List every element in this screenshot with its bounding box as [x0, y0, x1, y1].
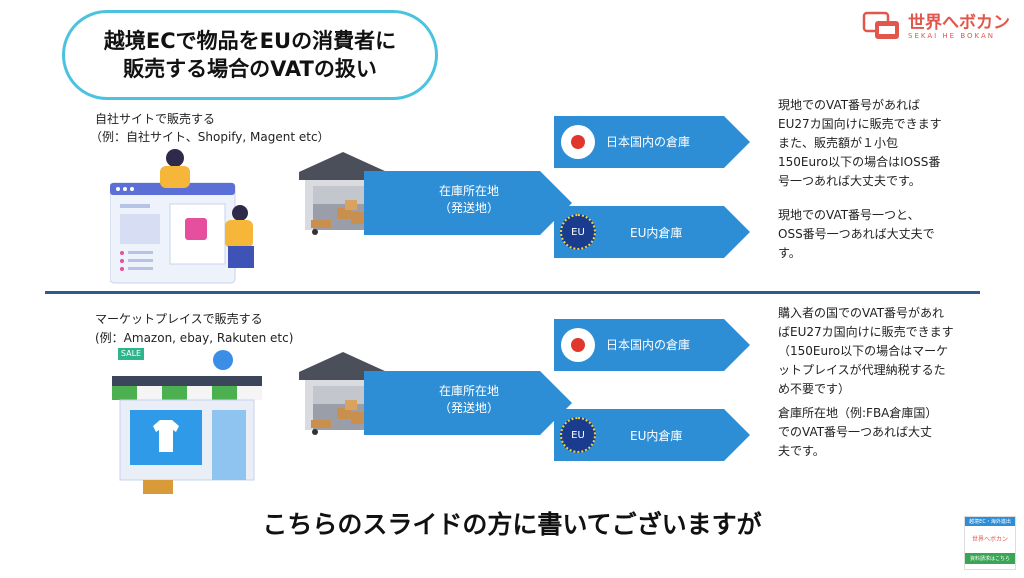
japan-flag-icon: [561, 328, 595, 362]
eu-badge-text: EU: [571, 429, 585, 441]
note-japan-warehouse: 購入者の国でのVAT番号があれ ばEU27カ国向けに販売できます （150Eur…: [778, 304, 978, 399]
note-line: 号一つあれば大丈夫です。: [778, 174, 921, 188]
note-japan-warehouse: 現地でのVAT番号があれば EU27カ国向けに販売できます また、販売額が１小包…: [778, 96, 978, 191]
eu-badge-text: EU: [571, 226, 585, 238]
note-line: 倉庫所在地（例:FBA倉庫国）: [778, 406, 938, 420]
eu-warehouse-arrow: [554, 409, 750, 461]
section-divider: [45, 291, 980, 294]
origin-label-line2: （発送地）: [438, 401, 499, 415]
slide-title-line1: 越境ECで物品をEUの消費者に: [103, 29, 397, 53]
brand-sub: SEKAI HE BOKAN: [908, 32, 996, 40]
japan-flag-icon: [561, 125, 595, 159]
note-line: OSS番号一つあれば大丈夫で: [778, 227, 935, 241]
shop-illustration-icon: [112, 348, 262, 494]
section2-example: (例：Amazon, ebay, Rakuten etc): [95, 331, 294, 345]
japan-warehouse-label: 日本国内の倉庫: [606, 338, 691, 352]
website-illustration-icon: [110, 149, 254, 284]
japan-warehouse-arrow: [554, 319, 750, 371]
eu-warehouse-label: EU内倉庫: [630, 429, 683, 443]
section2-heading: マーケットプレイスで販売する: [95, 312, 263, 326]
origin-label: 在庫所在地 （発送地）: [384, 383, 554, 417]
note-line: また、販売額が１小包: [778, 136, 899, 150]
eu-warehouse-label: EU内倉庫: [630, 226, 683, 240]
thumb-mid-text: 世界へボカン: [971, 536, 1008, 543]
note-line: 現地でのVAT番号一つと、: [778, 208, 920, 222]
thumb-bottom-text: 資料請求はこちら: [965, 553, 1015, 564]
note-eu-warehouse: 現地でのVAT番号一つと、 OSS番号一つあれば大丈夫で す。: [778, 206, 978, 263]
note-line: ットプレイスが代理納税するた: [778, 363, 946, 377]
origin-label-line1: 在庫所在地: [438, 384, 499, 398]
sale-tag: SALE: [120, 349, 142, 358]
note-line: め不要です）: [778, 382, 851, 396]
note-line: （150Euro以下の場合はマーケ: [778, 344, 949, 358]
note-line: でのVAT番号一つあれば大丈: [778, 425, 933, 439]
eu-flag-icon: EU: [560, 417, 596, 453]
japan-warehouse-label: 日本国内の倉庫: [606, 135, 691, 149]
note-line: ばEU27カ国向けに販売できます: [778, 325, 954, 339]
note-line: EU27カ国向けに販売できます: [778, 117, 942, 131]
thumb-top-text: 越境EC・海外進出: [965, 517, 1015, 526]
section1-example: （例：自社サイト、Shopify, Magent etc）: [90, 130, 330, 144]
origin-label-line2: （発送地）: [438, 201, 499, 215]
brand-name: 世界へボカン: [908, 13, 1010, 33]
note-line: す。: [778, 246, 801, 260]
section1-heading: 自社サイトで販売する: [95, 112, 216, 126]
promo-thumbnail-link[interactable]: 越境EC・海外進出 世界へボカン 資料請求はこちら: [964, 516, 1016, 570]
slide-title: 越境ECで物品をEUの消費者に 販売する場合のVATの扱い: [62, 10, 438, 100]
note-line: 150Euro以下の場合はIOSS番: [778, 155, 941, 169]
note-line: 購入者の国でのVAT番号があれ: [778, 306, 945, 320]
slide-title-line2: 販売する場合のVATの扱い: [123, 57, 377, 81]
note-eu-warehouse: 倉庫所在地（例:FBA倉庫国） でのVAT番号一つあれば大丈 夫です。: [778, 404, 978, 461]
japan-warehouse-arrow: [554, 116, 750, 168]
origin-arrow: [364, 371, 572, 435]
video-subtitle: こちらのスライドの方に書いてございますが: [262, 510, 762, 539]
origin-label-line1: 在庫所在地: [438, 184, 499, 198]
note-line: 夫です。: [778, 444, 825, 458]
origin-label: 在庫所在地 （発送地）: [384, 183, 554, 217]
eu-warehouse-arrow: [554, 206, 750, 258]
brand-logo: 世界へボカン SEKAI HE BOKAN: [862, 10, 1010, 44]
speech-bubble-icon: [862, 11, 899, 39]
eu-flag-icon: EU: [560, 214, 596, 250]
origin-arrow: [364, 171, 572, 235]
note-line: 現地でのVAT番号があれば: [778, 98, 921, 112]
